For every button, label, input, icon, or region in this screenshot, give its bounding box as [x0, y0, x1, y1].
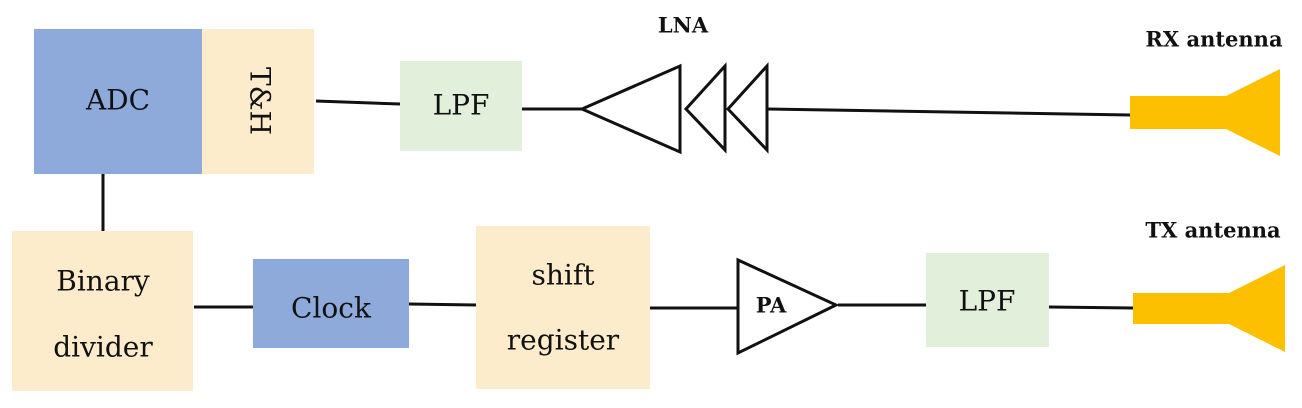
binary-divider-label-line2: divider — [53, 331, 153, 364]
clock-label: Clock — [291, 292, 372, 325]
rx-antenna-icon — [1130, 69, 1280, 156]
lpf-tx-label: LPF — [959, 285, 1016, 318]
binary-divider-block — [12, 231, 193, 391]
th-label: T&H — [244, 67, 277, 135]
lna-label: LNA — [658, 13, 709, 38]
wire-lpf-tx-to-tx-antenna — [1048, 305, 1134, 310]
lna-amplifier-icon — [578, 62, 769, 155]
adc-label: ADC — [85, 84, 150, 117]
lpf-rx-label: LPF — [433, 89, 490, 122]
wire-th-to-lpf-rx — [315, 99, 401, 106]
pa-label: PA — [756, 293, 787, 318]
clock-block — [253, 259, 409, 348]
wire-lna-to-rx-antenna — [766, 107, 1131, 117]
th-block — [202, 29, 314, 174]
shift-register-block — [476, 226, 650, 389]
tx-antenna-icon — [1133, 265, 1285, 352]
lpf-tx-block — [926, 253, 1049, 347]
binary-divider-label-line1: Binary — [56, 265, 150, 298]
pa-amplifier-icon — [736, 257, 840, 356]
lpf-rx-block — [400, 61, 522, 151]
wire-clock-to-shift-register — [408, 302, 477, 307]
tx-antenna-label: TX antenna — [1145, 218, 1281, 243]
rx-antenna-label: RX antenna — [1145, 27, 1283, 52]
adc-block — [34, 29, 202, 174]
shift-register-label-line1: shift — [532, 259, 596, 292]
shift-register-label-line2: register — [507, 324, 620, 357]
